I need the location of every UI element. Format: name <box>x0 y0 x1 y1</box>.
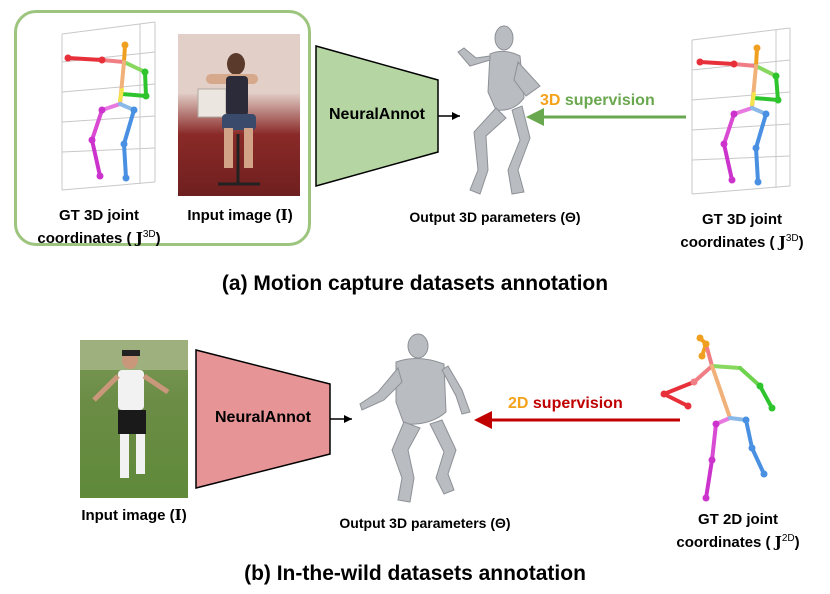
supervision-label-b: 2D supervision <box>508 395 623 412</box>
seated-person-figure <box>178 34 300 186</box>
input-image-label-b: Input image (I) <box>81 506 187 524</box>
in-the-wild-input-photo <box>80 340 188 498</box>
gt-2d-joint-label: GT 2D joint coordinates ( J2D) <box>676 511 800 551</box>
caption-b: (b) In-the-wild datasets annotation <box>244 562 586 585</box>
output-3d-parameters-label-b: Output 3D parameters (Θ) <box>339 515 511 531</box>
caption-a: (a) Motion capture datasets annotation <box>221 272 609 295</box>
mocap-input-group-box <box>14 10 311 246</box>
input-image-label-a: Input image (I) <box>187 206 293 224</box>
neuralannot-label-a: NeuralAnnot <box>329 106 425 123</box>
output-3d-parameters-label-a: Output 3D parameters (Θ) <box>409 209 581 225</box>
gt-3d-joint-label-left: GT 3D joint coordinates ( J3D) <box>37 207 161 247</box>
mocap-input-photo <box>178 34 300 196</box>
neuralannot-label-b: NeuralAnnot <box>215 409 311 426</box>
gt-3d-joint-label-right: GT 3D joint coordinates ( J3D) <box>680 211 804 251</box>
supervision-label-a: 3D supervision <box>540 92 655 109</box>
athlete-figure <box>80 340 188 478</box>
